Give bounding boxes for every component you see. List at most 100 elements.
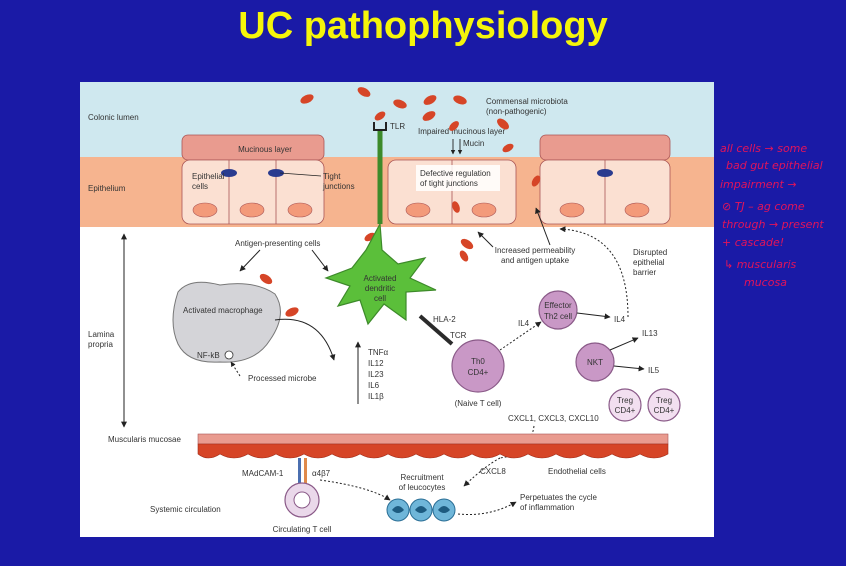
treg-cell-2: [647, 388, 681, 422]
nkt-cell: [575, 342, 615, 382]
apc-arrow-macrophage: [239, 249, 261, 272]
commensal-label-2: (non-pathogenic): [486, 107, 547, 116]
annotation-line-7: mucosa: [744, 276, 787, 289]
bacterium-icon: [393, 99, 407, 109]
il13-label: IL13: [642, 329, 658, 338]
bacteria-group: [259, 87, 541, 317]
cxcl8-label: CXCL8: [480, 467, 506, 476]
nfkb-icon: [224, 350, 234, 360]
dc-label-2: dendritic: [365, 284, 395, 293]
tight-junction-icon: [268, 169, 284, 177]
bacterium-icon: [357, 87, 371, 97]
region-systemic: Systemic circulation: [150, 505, 221, 514]
annotation-line-5: + cascade!: [722, 236, 784, 249]
epithelial-cells-label-2: cells: [192, 182, 208, 191]
dendritic-cell: [324, 221, 437, 326]
treg-cell-1: [608, 388, 642, 422]
nfkb-label: NF-kB: [197, 351, 220, 360]
bacterium-icon: [259, 273, 273, 285]
tlr-receptor-icon: [373, 122, 387, 131]
disrupted-label-2: epithelial: [633, 258, 665, 267]
integrin-molecule-icon: [304, 458, 307, 488]
treg2-label-2: CD4+: [654, 406, 675, 415]
il5-label: IL5: [648, 366, 660, 375]
disrupted-label-3: barrier: [633, 268, 656, 277]
cytokine-1: IL12: [368, 359, 384, 368]
increased-perm-label-1: Increased permeability: [495, 246, 575, 255]
cxcl8-to-leucocytes-arrow: [463, 457, 501, 487]
tight-junction-icon: [597, 169, 613, 177]
th0-label-2: CD4+: [468, 368, 489, 377]
a4b7-label: α4β7: [312, 469, 331, 478]
processed-microbe-arrow: [230, 361, 241, 377]
recruitment-label-1: Recruitment: [400, 473, 444, 482]
pathophysiology-figure: Colonic lumen Epithelium Lamina propria …: [80, 82, 714, 537]
treg1-label-2: CD4+: [615, 406, 636, 415]
impaired-mucous-label: Impaired mucinous layer: [418, 127, 505, 136]
bacterium-icon: [423, 95, 437, 105]
effector-label-1: Effector: [544, 301, 572, 310]
th0-label-1: Th0: [471, 357, 485, 366]
muscularis-band: [197, 433, 669, 445]
cytokine-2: IL23: [368, 370, 384, 379]
increased-perm-label-2: and antigen uptake: [501, 256, 570, 265]
annotation-line-0: all cells → some: [720, 142, 807, 155]
recruitment-label-2: of leucocytes: [399, 483, 446, 492]
annotation-line-3: ⊘ TJ – ag come: [722, 200, 805, 213]
madcam-molecule-icon: [298, 458, 301, 488]
th0-to-th2-arrow: [499, 321, 542, 351]
defective-label-2: of tight junctions: [420, 179, 478, 188]
bacterium-icon: [497, 118, 509, 130]
th2-il4-arrow: [576, 312, 611, 320]
endothelial-layer: [197, 443, 669, 459]
naive-t-label: (Naive T cell): [455, 399, 502, 408]
epithelial-cells-label-1: Epithelial: [192, 172, 225, 181]
il4-label-a: IL4: [518, 319, 530, 328]
perm-arrow-left: [477, 231, 494, 248]
perm-arrow-up: [535, 207, 551, 246]
endothelial-label: Endothelial cells: [548, 467, 606, 476]
t-cell-to-leucocytes-arrow: [319, 479, 391, 501]
mucinous-layer-label: Mucinous layer: [238, 145, 292, 154]
th0-cell: [451, 339, 505, 393]
circulating-t-label: Circulating T cell: [273, 525, 332, 534]
treg2-label-1: Treg: [656, 396, 672, 405]
tcr-label: TCR: [450, 331, 467, 340]
dc-label-1: Activated: [364, 274, 397, 283]
defective-label-bg: [416, 165, 500, 191]
region-epithelium: Epithelium: [88, 184, 126, 193]
annotation-line-2: impairment →: [720, 178, 797, 191]
perpetuates-label-2: of inflammation: [520, 503, 574, 512]
cytokine-4: IL1β: [368, 392, 384, 401]
epithelium-left: [181, 134, 325, 225]
dc-label-3: cell: [374, 294, 386, 303]
macrophage-label: Activated macrophage: [183, 306, 263, 315]
bacterium-icon: [285, 307, 299, 317]
disrupted-label-1: Disrupted: [633, 248, 667, 257]
il13-to-barrier-arrow: [559, 226, 629, 318]
region-lamina-2: propria: [88, 340, 113, 349]
bacterium-icon: [374, 111, 386, 121]
epithelium-right: [539, 134, 671, 225]
tight-junctions-label-2: junctions: [322, 182, 355, 191]
bacterium-icon: [452, 201, 460, 213]
cytokine-0: TNFα: [368, 348, 389, 357]
figure-svg: Colonic lumen Epithelium Lamina propria …: [80, 82, 714, 537]
cytokine-3: IL6: [368, 381, 380, 390]
effector-label-2: Th2 cell: [544, 312, 572, 321]
commensal-label-1: Commensal microbiota: [486, 97, 568, 106]
hla-tcr-complex: [418, 314, 454, 346]
defective-label-1: Defective regulation: [420, 169, 491, 178]
madcam-label: MAdCAM-1: [242, 469, 284, 478]
tight-junction-icon: [221, 169, 237, 177]
perpetuates-label-1: Perpetuates the cycle: [520, 493, 597, 502]
annotation-line-4: through → present: [722, 218, 824, 231]
annotation-line-6: ↳ muscularis: [724, 258, 797, 271]
tight-junctions-label-1: Tight: [323, 172, 341, 181]
region-colonic-lumen: Colonic lumen: [88, 113, 139, 122]
apc-arrow-dendritic: [311, 249, 329, 272]
bacterium-icon: [422, 111, 436, 121]
circulating-t-nucleus: [293, 491, 311, 509]
il4-label-b: IL4: [614, 315, 626, 324]
nkt-il13-arrow: [609, 337, 639, 351]
